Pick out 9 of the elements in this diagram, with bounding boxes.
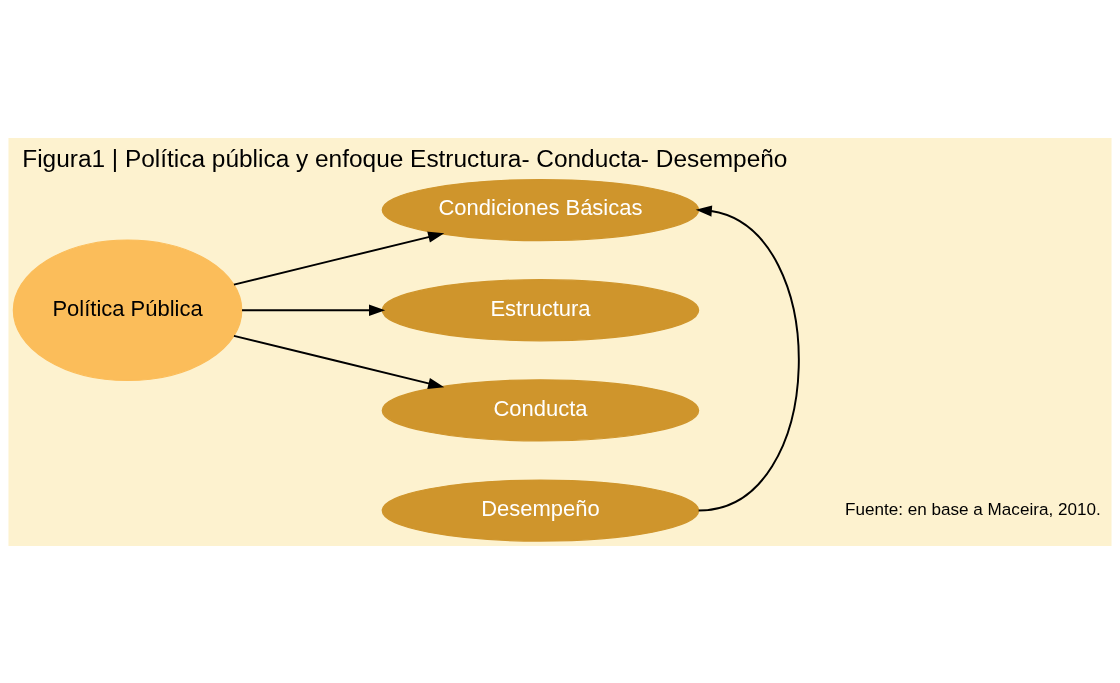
node-ellipse: Política Pública	[12, 238, 243, 381]
arrow	[695, 204, 800, 512]
caption: Fuente: en base a Maceira, 2010.	[845, 499, 1101, 519]
arrow	[232, 334, 445, 389]
diagram-title: Figura1 | Política pública y enfoque Estructura- Conducta- Desempeño	[22, 144, 788, 172]
node-ellipse: Desempeño	[381, 478, 700, 542]
arrow	[232, 231, 445, 286]
node-ellipse: Estructura	[381, 278, 700, 341]
arrow	[241, 304, 386, 316]
